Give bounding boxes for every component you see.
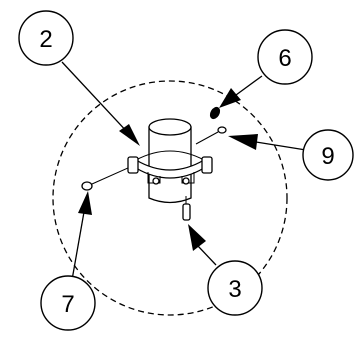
balloon-9-label: 9: [321, 143, 334, 170]
part-9-washer: [217, 126, 227, 134]
part-3-pin: [182, 203, 191, 221]
leader-line-9: [255, 141, 307, 151]
leader-line-3: [197, 245, 217, 266]
balloon-3: 3: [207, 260, 263, 316]
balloon-6-circle: [257, 29, 313, 85]
balloon-7: 7: [40, 275, 96, 331]
balloon-2-label: 2: [39, 26, 52, 53]
balloon-6-label: 6: [278, 45, 291, 72]
clamp-band-back: [135, 150, 205, 161]
pipe-top-opening: [148, 118, 192, 136]
arrowhead-6: [219, 88, 241, 108]
balloon-9-circle: [302, 129, 354, 181]
arrowhead-3: [188, 224, 206, 251]
arrowhead-2: [119, 124, 140, 146]
balloon-7-label: 7: [61, 291, 74, 318]
clamp-bolt-left: [152, 177, 160, 185]
balloon-3-circle: [207, 260, 263, 316]
clamp-bolt-right: [182, 177, 190, 185]
leader-line-7: [71, 211, 85, 281]
clamp-lug-left: [127, 156, 139, 174]
part-6-nut: [209, 106, 221, 120]
balloon-9: 9: [302, 129, 354, 181]
arrowhead-9: [228, 134, 258, 150]
balloon-3-label: 3: [228, 276, 241, 303]
balloon-2-circle: [18, 10, 74, 66]
pipe-body: [148, 126, 192, 204]
clamp-lug-right: [201, 156, 213, 174]
part-9-axis-line: [195, 131, 219, 145]
balloon-2: 2: [18, 10, 74, 66]
part-7-axis-line: [91, 167, 129, 185]
leader-line-6: [235, 75, 263, 96]
leader-line-2: [61, 61, 131, 136]
detail-boundary-circle: [52, 80, 288, 316]
balloon-6: 6: [257, 29, 313, 85]
arrowhead-7: [78, 191, 92, 215]
pipe-assembly: [127, 118, 213, 204]
part-7-screw: [81, 181, 93, 191]
balloon-7-circle: [40, 275, 96, 331]
